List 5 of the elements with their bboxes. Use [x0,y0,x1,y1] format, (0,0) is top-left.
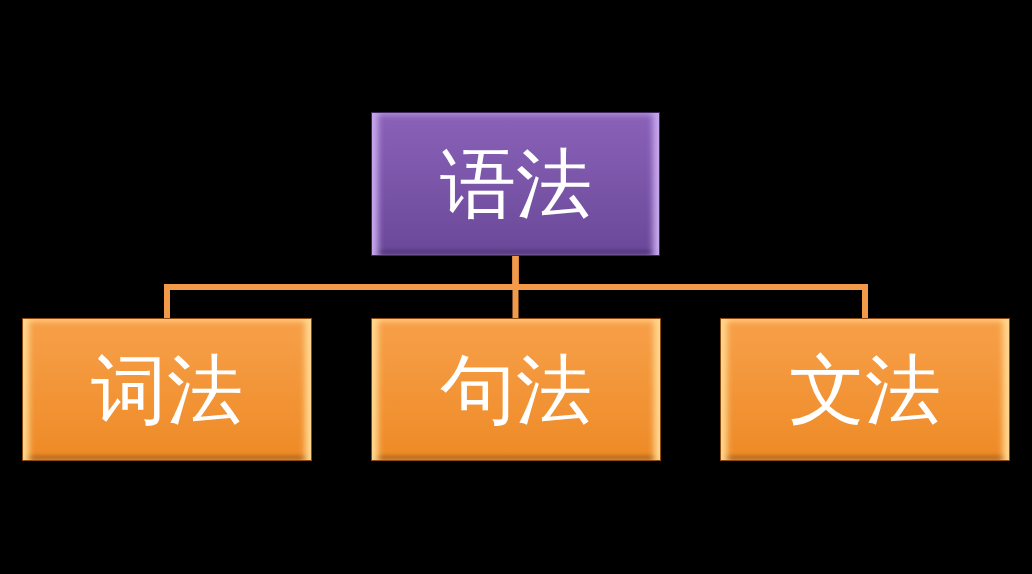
process-box: 语法 [371,112,660,256]
process-box: 词法 [22,318,312,461]
process-box: 文法 [720,318,1010,461]
process-box: 句法 [371,318,661,461]
connector-line [512,256,868,318]
